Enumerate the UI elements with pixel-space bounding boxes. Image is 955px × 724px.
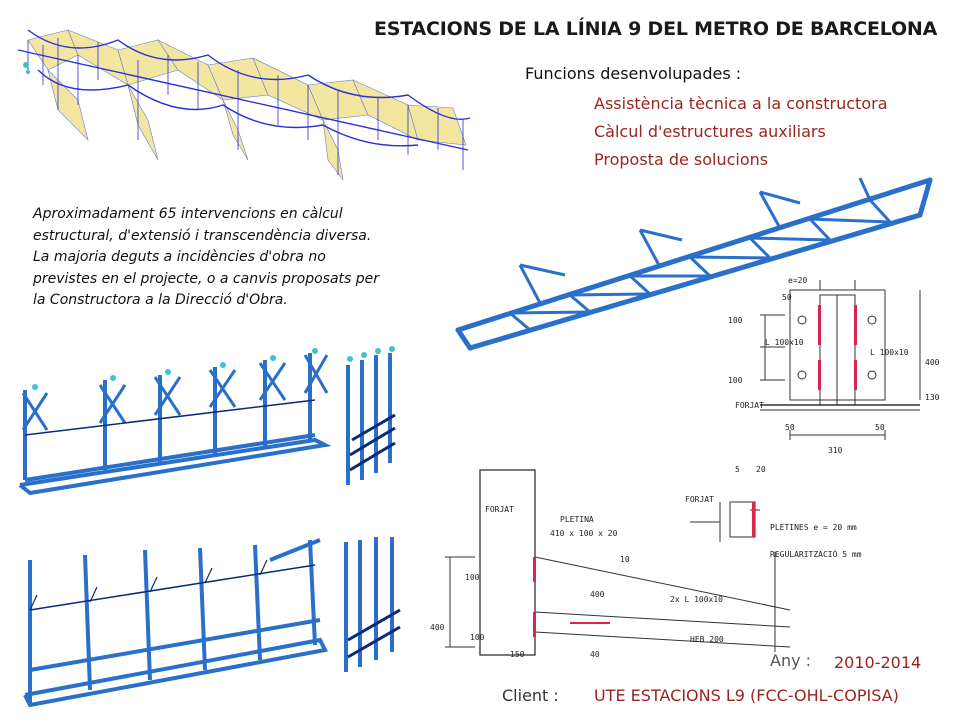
connection-detail-sketch: 50 e=20 100 100 400 130 L 100x10 L 100x1… bbox=[728, 276, 940, 455]
sketch-label: 50 bbox=[875, 423, 885, 432]
sketch-label: 10 bbox=[620, 555, 630, 564]
steel-frame-model-2 bbox=[346, 346, 396, 485]
sketch-label: REGULARITZACIÓ 5 mm bbox=[770, 548, 862, 559]
sketch-label: 40 bbox=[590, 650, 600, 659]
sketch-label: 2x L 100x10 bbox=[670, 595, 723, 604]
client-value: UTE ESTACIONS L9 (FCC-OHL-COPISA) bbox=[594, 686, 899, 705]
year-value: 2010-2014 bbox=[834, 653, 922, 672]
sketch-label: PLETINES e = 20 mm bbox=[770, 523, 857, 532]
year-label: Any : bbox=[770, 651, 812, 670]
sketch-label: e=20 bbox=[788, 276, 807, 285]
page-title: ESTACIONS DE LA LÍNIA 9 DEL METRO DE BAR… bbox=[374, 18, 938, 40]
sketch-label: 5 bbox=[735, 465, 740, 474]
sketch-label: 100 bbox=[728, 316, 743, 325]
truss-3d-model bbox=[455, 177, 933, 351]
sketch-label: 130 bbox=[925, 393, 940, 402]
sketch-label: 310 bbox=[828, 446, 843, 455]
sketch-label: 400 bbox=[925, 358, 940, 367]
beam-connection-sketch: FORJAT PLETINA 410 x 100 x 20 5 20 FORJA… bbox=[430, 465, 862, 659]
client-label: Client : bbox=[502, 686, 559, 705]
description-line: previstes en el projecte, o a canvis pro… bbox=[33, 270, 380, 287]
sketch-label: 100 bbox=[728, 376, 743, 385]
sketch-label: 100 bbox=[470, 633, 485, 642]
sketch-label: 410 x 100 x 20 bbox=[550, 529, 618, 538]
sketch-label: 20 bbox=[756, 465, 766, 474]
sketch-label: FORJAT bbox=[685, 495, 714, 504]
steel-frame-model-4 bbox=[344, 537, 401, 672]
sketch-label: L 100x10 bbox=[870, 348, 909, 357]
structural-analysis-diagram bbox=[17, 29, 471, 181]
functions-heading: Funcions desenvolupades : bbox=[525, 64, 742, 83]
sketch-label: 400 bbox=[430, 623, 445, 632]
description-line: Aproximadament 65 intervencions en càlcu… bbox=[33, 206, 343, 222]
sketch-label: FORJAT bbox=[735, 401, 764, 410]
sketch-label: 50 bbox=[785, 423, 795, 432]
sketch-label: 400 bbox=[590, 590, 605, 599]
description-line: La majoria deguts a incidències d'obra n… bbox=[33, 249, 326, 265]
description-paragraph: Aproximadament 65 intervencions en càlcu… bbox=[33, 204, 433, 312]
sketch-label: L 100x10 bbox=[765, 338, 804, 347]
sketch-label: PLETINA bbox=[560, 515, 594, 524]
function-item: Assistència tècnica a la constructora bbox=[594, 94, 888, 113]
sketch-label: 50 bbox=[782, 293, 792, 302]
description-line: la Constructora a la Direcció d'Obra. bbox=[33, 292, 288, 308]
function-item: Proposta de solucions bbox=[594, 150, 769, 169]
sketch-label: HEB 200 bbox=[690, 635, 724, 644]
description-line: estructural, d'extensió i transcendència… bbox=[33, 227, 372, 244]
steel-frame-model-3 bbox=[23, 538, 328, 708]
sketch-label: 150 bbox=[510, 650, 525, 659]
steel-frame-model-1 bbox=[18, 348, 332, 496]
sketch-label: 100 bbox=[465, 573, 480, 582]
function-item: Càlcul d'estructures auxiliars bbox=[594, 122, 826, 141]
sketch-label: FORJAT bbox=[485, 505, 514, 514]
